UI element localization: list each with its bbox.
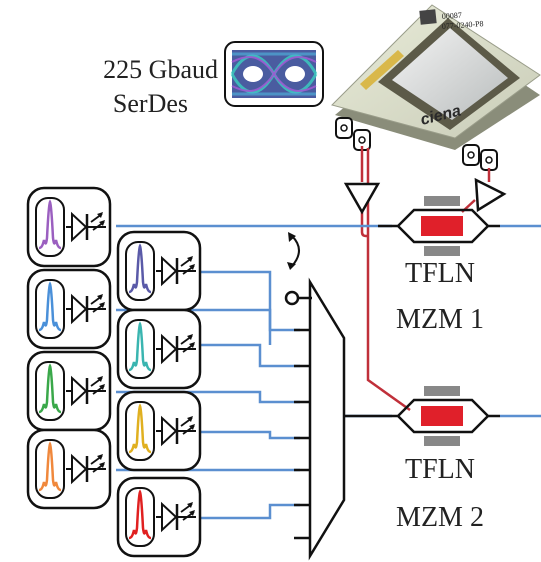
mzm2-electrode — [421, 406, 463, 426]
spectrum-peak-icon — [38, 441, 62, 492]
laser-source-4 — [116, 308, 202, 390]
laser-source-2 — [116, 230, 202, 312]
mzm-2 — [360, 386, 500, 446]
laser-diode-icon — [161, 255, 178, 287]
fiber-src-6 — [200, 430, 300, 440]
laser-source-5 — [26, 350, 112, 432]
switch-arrow-head-top — [288, 232, 296, 242]
mzm2-label-line2: MZM 2 — [396, 502, 484, 533]
rf-line-a-out — [360, 212, 368, 238]
switch-arrow-head-bottom — [287, 262, 296, 270]
chip-marking-2: 077-0240-P8 — [442, 19, 484, 31]
spectrum-peak-icon — [128, 321, 152, 372]
switch-arrow-icon — [291, 235, 300, 267]
laser-diode-icon — [161, 415, 178, 447]
chip-gold-strip — [360, 50, 404, 90]
rf-driver-amp-2-icon — [474, 177, 507, 213]
fiber-src-4 — [200, 343, 300, 368]
fiber-src-2 — [200, 270, 300, 332]
laser-diode-icon — [71, 453, 88, 485]
mzm-1 — [378, 196, 500, 256]
laser-source-6 — [116, 390, 202, 472]
laser-source-7 — [26, 428, 112, 510]
laser-source-8 — [116, 476, 202, 558]
laser-sources — [26, 186, 202, 558]
laser-diode-icon — [161, 501, 178, 533]
spectrum-peak-icon — [128, 243, 152, 294]
wavelength-multiplexer — [284, 277, 360, 561]
mux-port-open-icon — [284, 290, 300, 306]
spectrum-peak-icon — [38, 281, 62, 332]
laser-source-1 — [26, 186, 112, 268]
serdes-label-line1: 225 Gbaud — [103, 55, 218, 84]
mzm2-label-line1: TFLN — [405, 454, 475, 485]
fiber-src-8 — [200, 503, 300, 520]
asic-chip: 00087 077-0240-P8 ciena — [331, 4, 541, 150]
laser-diode-icon — [71, 375, 88, 407]
laser-diode-icon — [161, 333, 178, 365]
mzm1-ground-top — [424, 196, 460, 206]
qr-code-icon — [419, 9, 437, 25]
mzm1-label-line2: MZM 1 — [396, 304, 484, 335]
spectrum-peak-icon — [128, 403, 152, 454]
mzm1-ground-bottom — [424, 246, 460, 256]
chip-die — [392, 28, 508, 120]
mzm2-ground-bottom — [424, 436, 460, 446]
chip-marking-1: 00087 — [442, 11, 463, 21]
rf-driver-amp-1-icon — [343, 182, 381, 215]
serdes-label-line2: SerDes — [113, 89, 188, 118]
laser-diode-icon — [71, 211, 88, 243]
mzm1-label-line1: TFLN — [405, 258, 475, 289]
mzm1-electrode — [421, 216, 463, 236]
laser-source-3 — [26, 268, 112, 350]
chip-pins — [335, 117, 498, 171]
spectrum-peak-icon — [38, 363, 62, 414]
laser-diode-icon — [71, 293, 88, 325]
spectrum-peak-icon — [128, 489, 152, 540]
spectrum-peak-icon — [38, 199, 62, 250]
serdes-eye-diagram — [224, 41, 324, 107]
mzm2-ground-top — [424, 386, 460, 396]
